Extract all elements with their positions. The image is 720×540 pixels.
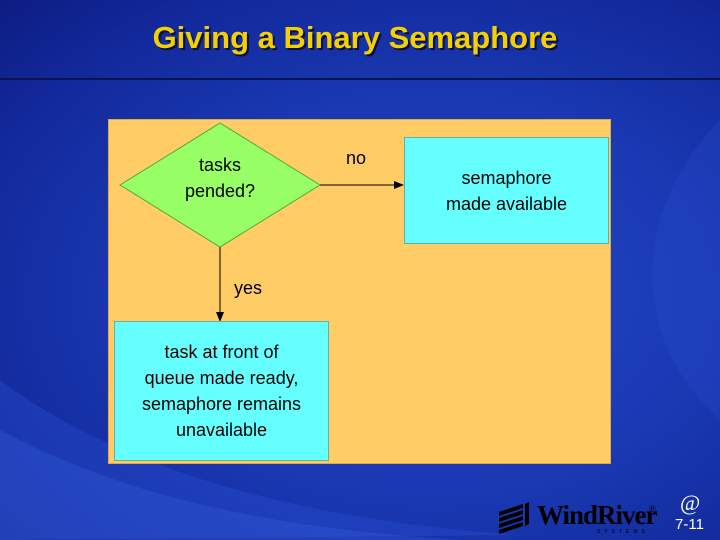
title-bar: Giving a Binary Semaphore — [0, 0, 720, 80]
semaphore-available-line2: made available — [445, 193, 568, 214]
logo-mark-icon — [499, 502, 529, 534]
no-branch-label: no — [346, 148, 367, 168]
decision-label-line2: pended? — [184, 181, 256, 201]
no-arrow-head — [394, 181, 404, 189]
task-ready-box: task at front of queue made ready, semap… — [114, 321, 329, 461]
yes-branch-label: yes — [234, 278, 263, 298]
decision-label-line1: tasks — [198, 155, 241, 175]
semaphore-available-box: semaphore made available — [404, 137, 609, 244]
task-ready-line2: queue made ready, — [144, 368, 299, 388]
logo-tagline: SYSTEMS — [597, 529, 649, 535]
slide-title: Giving a Binary Semaphore — [152, 20, 558, 55]
task-ready-line3: semaphore remains — [141, 394, 302, 414]
yes-arrow-head — [216, 312, 224, 322]
task-ready-line1: task at front of — [164, 342, 279, 362]
windriver-logo: WindRiver ® SYSTEMS — [497, 498, 667, 536]
task-ready-line4: unavailable — [175, 420, 268, 440]
semaphore-available-line1: semaphore — [461, 167, 552, 188]
page-number: 7-11 — [675, 516, 704, 533]
footer-at-symbol: @ — [680, 490, 701, 515]
decision-label: tasks pended? — [160, 152, 280, 204]
logo-registered: ® — [649, 504, 656, 514]
logo-wordmark: WindRiver — [537, 500, 658, 530]
